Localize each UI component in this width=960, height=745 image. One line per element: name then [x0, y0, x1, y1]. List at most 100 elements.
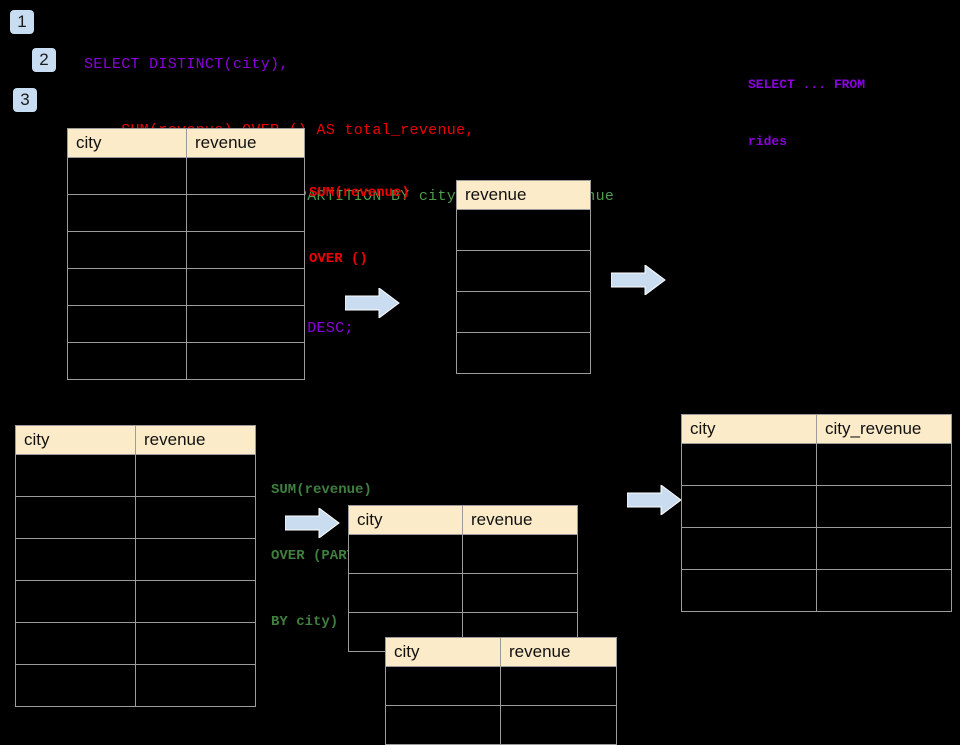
cell-revenue	[462, 534, 578, 574]
cell-revenue	[135, 664, 256, 707]
table-header-row: city city_revenue	[681, 414, 952, 444]
arrow-source-to-total	[345, 288, 401, 318]
table-row	[67, 231, 305, 269]
annotation-sum-over-empty: SUM(revenue) OVER ()	[309, 138, 410, 314]
cell-revenue	[186, 268, 305, 306]
table-row	[456, 209, 591, 251]
cell-city	[385, 705, 501, 745]
side-note-line-1: SELECT ... FROM	[748, 77, 866, 92]
cell-revenue	[456, 209, 591, 251]
column-header-city: city	[385, 637, 501, 667]
annotation-sum-over-partition: SUM(revenue) OVER (PARTITION BY city)	[271, 435, 397, 677]
cell-city	[67, 305, 187, 343]
cell-city	[67, 157, 187, 195]
cell-city	[681, 569, 817, 612]
cell-revenue	[456, 250, 591, 292]
diagram-canvas: SELECT DISTINCT(city), SUM(revenue) OVER…	[10, 10, 952, 745]
cell-revenue	[186, 342, 305, 380]
table-header-row: city revenue	[385, 637, 617, 667]
cell-city	[385, 666, 501, 706]
side-note-select-from-rides: SELECT ... FROM rides	[748, 37, 865, 189]
table-row	[67, 305, 305, 343]
cell-city	[15, 496, 136, 539]
cell-city	[15, 664, 136, 707]
cell-revenue	[500, 705, 617, 745]
table-header-row: city revenue	[15, 425, 256, 455]
cell-revenue	[135, 496, 256, 539]
cell-revenue	[186, 305, 305, 343]
cell-city-revenue	[816, 569, 952, 612]
table-row	[15, 454, 256, 497]
column-header-revenue: revenue	[186, 128, 305, 158]
total-revenue-table: revenue	[456, 180, 591, 374]
column-header-revenue: revenue	[500, 637, 617, 667]
cell-city	[681, 485, 817, 528]
step-badge-2: 2	[32, 48, 56, 72]
cell-city-revenue	[816, 485, 952, 528]
rides-source-table-top: city revenue	[67, 128, 305, 380]
table-row	[15, 496, 256, 539]
table-row	[456, 332, 591, 374]
column-header-revenue: revenue	[462, 505, 578, 535]
cell-revenue	[186, 194, 305, 232]
table-row	[67, 268, 305, 306]
arrow-source-to-partition	[285, 508, 341, 538]
rides-source-table-bottom: city revenue	[15, 425, 256, 707]
table-row	[67, 194, 305, 232]
cell-revenue	[135, 454, 256, 497]
table-row	[681, 569, 952, 612]
table-header-row: city revenue	[348, 505, 578, 535]
cell-city-revenue	[816, 527, 952, 570]
column-header-revenue: revenue	[456, 180, 591, 210]
cell-revenue	[186, 157, 305, 195]
cell-revenue	[456, 332, 591, 374]
cell-revenue	[500, 666, 617, 706]
cell-city	[67, 194, 187, 232]
arrow-partition-to-result	[627, 485, 683, 515]
table-row	[15, 664, 256, 707]
table-row	[456, 250, 591, 292]
table-row	[67, 157, 305, 195]
column-header-city: city	[681, 414, 817, 444]
partition-table-front: city revenue	[385, 637, 617, 745]
cell-city	[348, 573, 463, 613]
table-row	[385, 705, 617, 745]
table-row	[15, 622, 256, 665]
table-row	[348, 573, 578, 613]
partition-table-back: city revenue	[348, 505, 578, 652]
table-row	[456, 291, 591, 333]
cell-revenue	[135, 580, 256, 623]
table-header-row: city revenue	[67, 128, 305, 158]
cell-city	[67, 231, 187, 269]
step-badge-1: 1	[10, 10, 34, 34]
cell-revenue	[135, 538, 256, 581]
cell-revenue	[462, 573, 578, 613]
cell-city	[67, 268, 187, 306]
sql-line-1: SELECT DISTINCT(city),	[84, 56, 289, 73]
cell-city	[15, 580, 136, 623]
annotation-sum-over-empty-line-2: OVER ()	[309, 251, 368, 267]
step-badge-3: 3	[13, 88, 37, 112]
table-row	[15, 580, 256, 623]
cell-city	[348, 534, 463, 574]
column-header-city-revenue: city_revenue	[816, 414, 952, 444]
cell-city	[15, 454, 136, 497]
annotation-sum-over-partition-line-3: BY city)	[271, 614, 339, 630]
cell-revenue	[456, 291, 591, 333]
cell-revenue	[135, 622, 256, 665]
cell-city	[681, 527, 817, 570]
column-header-city: city	[348, 505, 463, 535]
column-header-city: city	[15, 425, 136, 455]
cell-city	[15, 622, 136, 665]
result-city-revenue-table: city city_revenue	[681, 414, 952, 612]
table-row	[681, 443, 952, 486]
table-header-row: revenue	[456, 180, 591, 210]
arrow-total-to-result	[611, 265, 667, 295]
table-row	[15, 538, 256, 581]
cell-revenue	[186, 231, 305, 269]
column-header-revenue: revenue	[135, 425, 256, 455]
annotation-sum-over-empty-line-1: SUM(revenue)	[309, 185, 410, 201]
column-header-city: city	[67, 128, 187, 158]
table-row	[681, 527, 952, 570]
cell-city-revenue	[816, 443, 952, 486]
